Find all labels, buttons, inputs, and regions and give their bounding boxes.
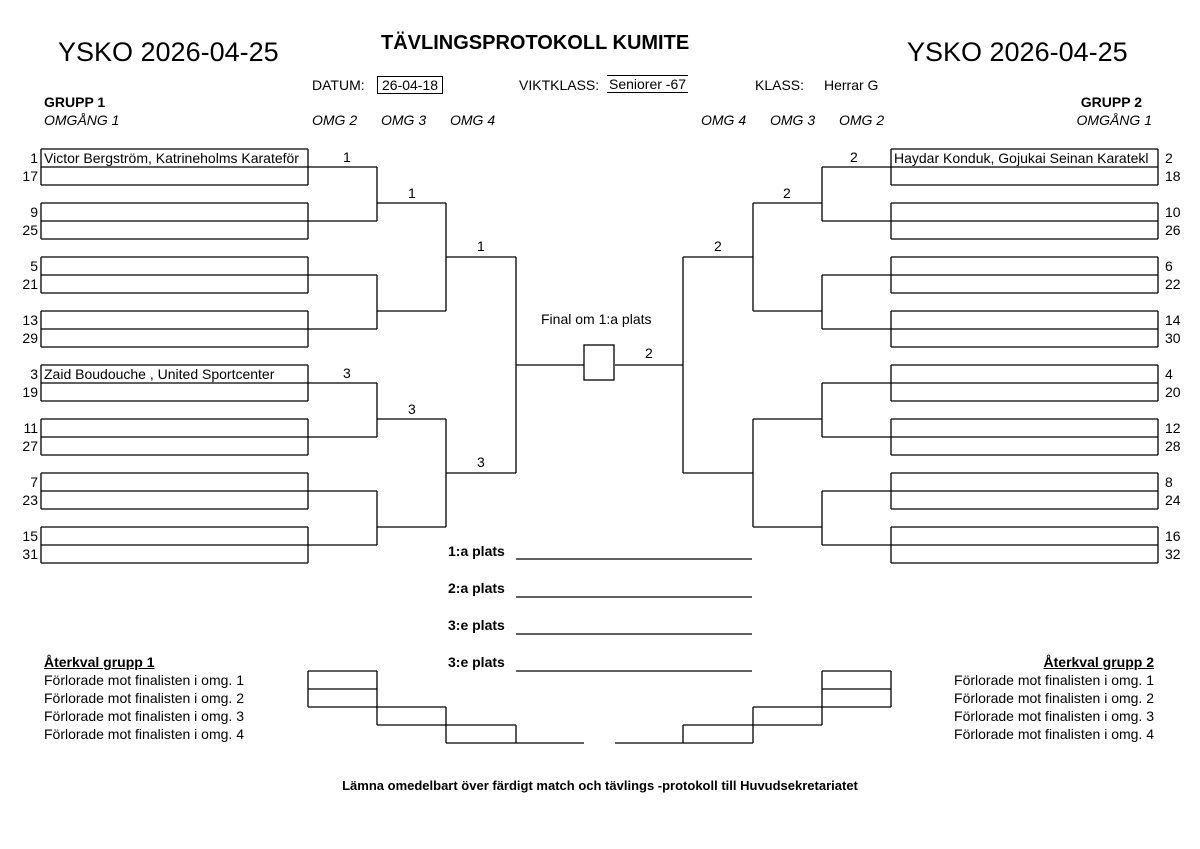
group2-round1-label: OMGÅNG 1: [1076, 112, 1152, 128]
group1-round2-label: OMG 2: [312, 112, 358, 128]
round3-winner: 3: [408, 401, 416, 417]
seed-number: 27: [22, 438, 38, 454]
repechage1-title: Återkval grupp 1: [44, 654, 155, 670]
viktklass-value: Seniorer -67: [607, 75, 689, 93]
seed-number: 19: [22, 384, 38, 400]
seed-number: 28: [1165, 438, 1181, 454]
round2-winner: 3: [343, 365, 351, 381]
viktklass-label: VIKTKLASS:: [519, 77, 600, 93]
seed-number: 3: [30, 366, 38, 382]
seed-number: 12: [1165, 420, 1181, 436]
seed-number: 24: [1165, 492, 1181, 508]
seed-number: 17: [22, 168, 38, 184]
final-result-box[interactable]: [584, 345, 614, 380]
seed-number: 10: [1165, 204, 1181, 220]
group1-round4-label: OMG 4: [450, 112, 496, 128]
round2-winner: 2: [850, 149, 858, 165]
final-box: [583, 344, 615, 381]
competitor-name-field[interactable]: Haydar Konduk, Gojukai Seinan Karatekl: [894, 150, 1149, 166]
seed-number: 22: [1165, 276, 1181, 292]
group1-round3-label: OMG 3: [381, 112, 427, 128]
repechage2-row: Förlorade mot finalisten i omg. 4: [954, 726, 1154, 742]
group2-round3-label: OMG 3: [770, 112, 816, 128]
seed-number: 31: [22, 546, 38, 562]
seed-number: 29: [22, 330, 38, 346]
repechage2-title: Återkval grupp 2: [1043, 654, 1154, 670]
seed-number: 6: [1165, 258, 1173, 274]
round4-winner: 2: [714, 238, 722, 254]
seed-number: 23: [22, 492, 38, 508]
footer-instruction: Lämna omedelbart över färdigt match och …: [342, 778, 858, 793]
round4-winner: 1: [477, 238, 485, 254]
round4-winner: 3: [477, 454, 485, 470]
seed-number: 18: [1165, 168, 1181, 184]
event-title-left: YSKO 2026-04-25: [58, 37, 279, 67]
group2-round4-label: OMG 4: [701, 112, 747, 128]
klass-value: Herrar G: [824, 77, 879, 93]
seed-number: 2: [1165, 150, 1173, 166]
placing-1-label: 1:a plats: [448, 543, 505, 559]
group1-round1-label: OMGÅNG 1: [44, 112, 120, 128]
seed-number: 5: [30, 258, 38, 274]
placing-3a-label: 3:e plats: [448, 617, 505, 633]
repechage2-row: Förlorade mot finalisten i omg. 2: [954, 690, 1154, 706]
repechage1-row: Förlorade mot finalisten i omg. 1: [44, 672, 244, 688]
repechage1-row: Förlorade mot finalisten i omg. 3: [44, 708, 244, 724]
seed-number: 4: [1165, 366, 1173, 382]
klass-label: KLASS:: [755, 77, 805, 93]
datum-value: 26-04-18: [377, 76, 444, 94]
seed-number: 21: [22, 276, 38, 292]
seed-number: 14: [1165, 312, 1181, 328]
seed-number: 15: [22, 528, 38, 544]
seed-number: 25: [22, 222, 38, 238]
final-label: Final om 1:a plats: [541, 311, 652, 327]
seed-number: 20: [1165, 384, 1181, 400]
round3-winner: 1: [408, 185, 416, 201]
page-title: TÄVLINGSPROTOKOLL KUMITE: [381, 32, 690, 54]
round3-winner: 2: [783, 185, 791, 201]
seed-number: 16: [1165, 528, 1181, 544]
seed-number: 11: [23, 420, 38, 436]
placing-3b-label: 3:e plats: [448, 654, 505, 670]
group1-title: GRUPP 1: [44, 94, 106, 110]
seed-number: 7: [30, 474, 38, 490]
seed-number: 26: [1165, 222, 1181, 238]
seed-number: 9: [30, 204, 38, 220]
seed-number: 30: [1165, 330, 1181, 346]
seed-number: 13: [22, 312, 38, 328]
group2-round2-label: OMG 2: [839, 112, 885, 128]
seed-number: 1: [30, 150, 38, 166]
repechage2-row: Förlorade mot finalisten i omg. 1: [954, 672, 1154, 688]
placing-2-label: 2:a plats: [448, 580, 505, 596]
event-title-right: YSKO 2026-04-25: [907, 37, 1128, 67]
repechage1-row: Förlorade mot finalisten i omg. 2: [44, 690, 244, 706]
competitor-name-field[interactable]: Zaid Boudouche , United Sportcenter: [44, 366, 275, 382]
datum-label: DATUM:: [312, 77, 365, 93]
round2-winner: 1: [343, 149, 351, 165]
seed-number: 32: [1165, 546, 1181, 562]
seed-number: 8: [1165, 474, 1173, 490]
competitor-name-field[interactable]: Victor Bergström, Katrineholms Karateför: [44, 150, 299, 166]
repechage1-row: Förlorade mot finalisten i omg. 4: [44, 726, 244, 742]
repechage2-row: Förlorade mot finalisten i omg. 3: [954, 708, 1154, 724]
group2-title: GRUPP 2: [1080, 94, 1142, 110]
final-winner: 2: [645, 345, 653, 361]
